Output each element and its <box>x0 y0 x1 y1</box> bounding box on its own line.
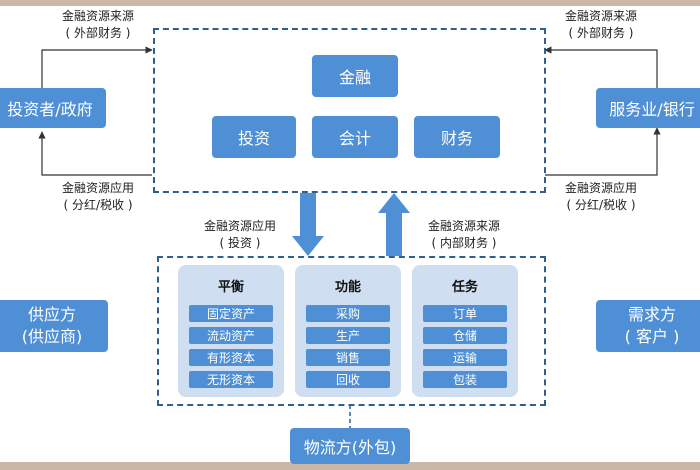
demand-box: 需求方 ( 客户 ) <box>596 300 700 352</box>
balance-item: 固定资产 <box>189 305 273 322</box>
top-left-label-line2: ( 外部财务 ) <box>65 26 131 40</box>
balance-item: 流动资产 <box>189 327 273 344</box>
bottom-right-label: 金融资源应用 ( 分红/税收 ) <box>548 180 654 214</box>
task-item: 包装 <box>423 371 507 388</box>
right-upper-connector <box>544 46 658 90</box>
task-item: 仓储 <box>423 327 507 344</box>
task-item: 订单 <box>423 305 507 322</box>
demand-title: 需求方 <box>627 305 676 324</box>
bottom-right-label-line1: 金融资源应用 <box>564 181 637 195</box>
function-item: 销售 <box>306 349 390 366</box>
top-left-label-line1: 金融资源来源 <box>61 9 134 23</box>
mid-left-label-line1: 金融资源应用 <box>203 219 276 233</box>
balance-item: 无形资本 <box>189 371 273 388</box>
accounting-box: 会计 <box>312 116 398 158</box>
mid-right-label-line1: 金融资源来源 <box>427 219 500 233</box>
bottom-left-label-line2: ( 分红/税收 ) <box>63 198 133 212</box>
bottom-frame-strip <box>0 462 700 470</box>
right-lower-connector <box>545 127 661 176</box>
top-right-label: 金融资源来源 ( 外部财务 ) <box>548 8 654 42</box>
supplier-title: 供应方 <box>27 305 76 324</box>
service-bank-box: 服务业/银行 <box>596 88 700 128</box>
bottom-left-label-line1: 金融资源应用 <box>61 181 134 195</box>
mid-right-label-line2: ( 内部财务 ) <box>431 236 497 250</box>
function-column-title: 功能 <box>334 280 361 295</box>
financial-box: 财务 <box>414 116 500 158</box>
mid-left-label: 金融资源应用 ( 投资 ) <box>190 218 290 252</box>
function-item: 生产 <box>306 327 390 344</box>
finance-box: 金融 <box>312 55 398 97</box>
investment-box: 投资 <box>212 116 296 158</box>
investor-government-box: 投资者/政府 <box>0 88 106 128</box>
mid-left-label-line2: ( 投资 ) <box>219 236 261 250</box>
supplier-subtitle: (供应商) <box>21 327 83 346</box>
top-frame-strip <box>0 0 700 6</box>
supplier-box: 供应方 (供应商) <box>0 300 108 352</box>
operations-dashed-frame <box>157 256 546 406</box>
bottom-right-label-line2: ( 分红/税收 ) <box>566 198 636 212</box>
left-lower-connector <box>38 131 152 176</box>
balance-item: 有形资本 <box>189 349 273 366</box>
top-dashed-frame <box>153 28 546 193</box>
demand-subtitle: ( 客户 ) <box>624 327 680 346</box>
up-arrow <box>378 193 410 256</box>
mid-right-label: 金融资源来源 ( 内部财务 ) <box>412 218 516 252</box>
top-right-label-line2: ( 外部财务 ) <box>568 26 634 40</box>
task-column-title: 任务 <box>451 280 478 295</box>
task-item: 运输 <box>423 349 507 366</box>
down-arrow <box>292 193 324 256</box>
function-item: 采购 <box>306 305 390 322</box>
logistics-box: 物流方(外包) <box>290 428 410 464</box>
top-right-label-line1: 金融资源来源 <box>564 9 637 23</box>
top-left-label: 金融资源来源 ( 外部财务 ) <box>45 8 151 42</box>
bottom-left-label: 金融资源应用 ( 分红/税收 ) <box>45 180 151 214</box>
left-upper-connector <box>41 46 153 88</box>
function-item: 回收 <box>306 371 390 388</box>
balance-column-title: 平衡 <box>217 280 244 295</box>
